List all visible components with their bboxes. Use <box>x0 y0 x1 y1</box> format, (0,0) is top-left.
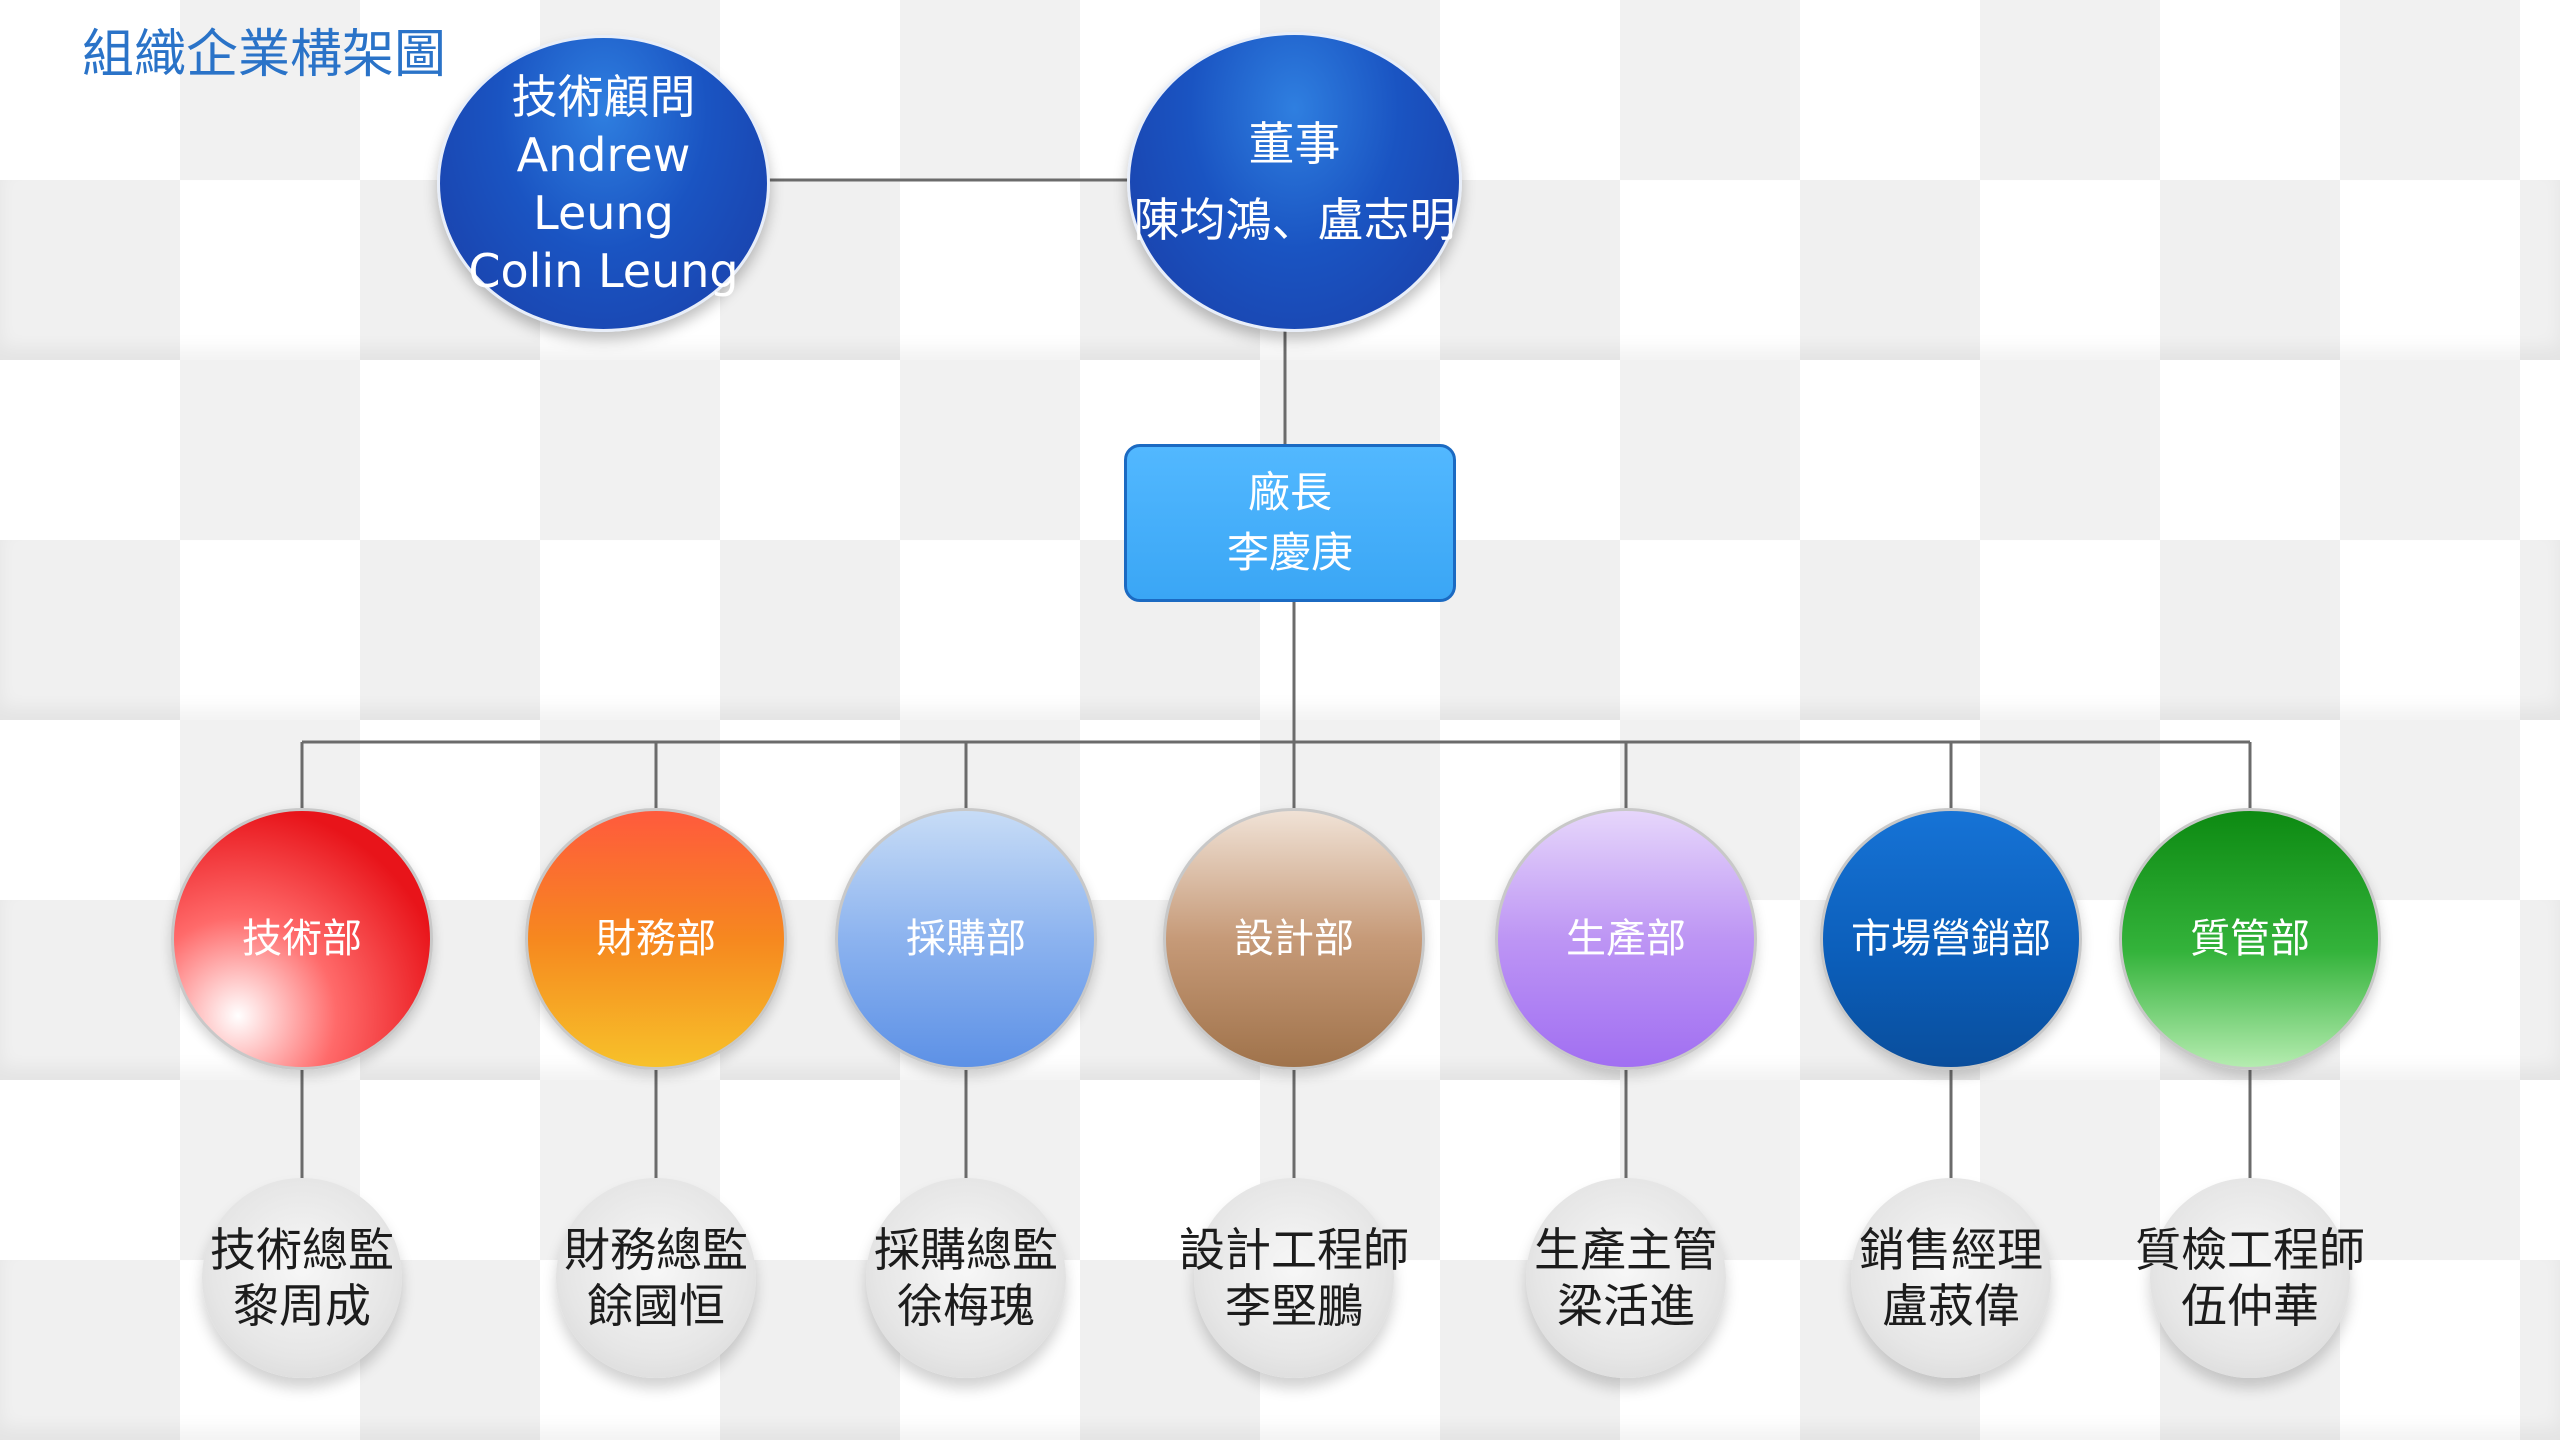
person-name-3: 徐梅瑰 <box>897 1279 1035 1333</box>
person-title-6: 銷售經理 <box>1859 1223 2043 1277</box>
dept-name-1: 技術部 <box>242 916 362 962</box>
person-node-7: 質檢工程師 伍仲華 <box>2135 1178 2365 1378</box>
dept-name-2: 財務部 <box>596 916 716 962</box>
person-name-2: 餘國恒 <box>587 1279 725 1333</box>
person-node-2: 財務總監 餘國恒 <box>556 1178 756 1378</box>
dept-node-6: 市場營銷部 <box>1820 808 2082 1070</box>
dept-node-1: 技術部 <box>171 808 433 1070</box>
dept-name-5: 生產部 <box>1566 916 1686 962</box>
dept-name-4: 設計部 <box>1234 916 1354 962</box>
dept-name-3: 採購部 <box>906 916 1026 962</box>
advisor-name-2: Colin Leung <box>468 243 739 298</box>
dept-node-5: 生產部 <box>1495 808 1757 1070</box>
board-node: 董事 陳均鴻、盧志明 <box>1127 32 1462 332</box>
chart-title: 組織企業構架圖 <box>82 25 447 85</box>
person-name-4: 李堅鵬 <box>1225 1279 1363 1333</box>
dept-node-4: 設計部 <box>1163 808 1425 1070</box>
person-title-1: 技術總監 <box>210 1223 394 1277</box>
dept-name-7: 質管部 <box>2190 916 2310 962</box>
dept-node-3: 採購部 <box>835 808 1097 1070</box>
advisor-name-1: Andrew Leung <box>516 127 691 240</box>
dept-node-7: 質管部 <box>2119 808 2381 1070</box>
person-title-2: 財務總監 <box>564 1223 748 1277</box>
person-node-1: 技術總監 黎周成 <box>202 1178 402 1378</box>
person-name-5: 梁活進 <box>1557 1279 1695 1333</box>
manager-role: 廠長 <box>1247 468 1332 517</box>
person-title-4: 設計工程師 <box>1179 1223 1409 1277</box>
person-node-4: 設計工程師 李堅鵬 <box>1179 1178 1409 1378</box>
dept-name-6: 市場營銷部 <box>1851 916 2051 962</box>
board-members: 陳均鴻、盧志明 <box>1133 193 1456 247</box>
manager-node: 廠長 李慶庚 <box>1124 444 1456 602</box>
person-title-3: 採購總監 <box>874 1223 1058 1277</box>
advisor-role: 技術顧問 <box>511 69 696 124</box>
person-title-5: 生產主管 <box>1534 1223 1718 1277</box>
advisor-node: 技術顧問 Andrew Leung Colin Leung <box>437 35 770 332</box>
board-role: 董事 <box>1248 117 1341 171</box>
person-name-1: 黎周成 <box>233 1279 371 1333</box>
dept-node-2: 財務部 <box>525 808 787 1070</box>
person-node-5: 生產主管 梁活進 <box>1526 1178 1726 1378</box>
person-name-6: 盧菽偉 <box>1882 1279 2020 1333</box>
person-title-7: 質檢工程師 <box>2135 1223 2365 1277</box>
person-node-6: 銷售經理 盧菽偉 <box>1851 1178 2051 1378</box>
person-name-7: 伍仲華 <box>2181 1279 2319 1333</box>
manager-name: 李慶庚 <box>1226 528 1353 577</box>
person-node-3: 採購總監 徐梅瑰 <box>866 1178 1066 1378</box>
